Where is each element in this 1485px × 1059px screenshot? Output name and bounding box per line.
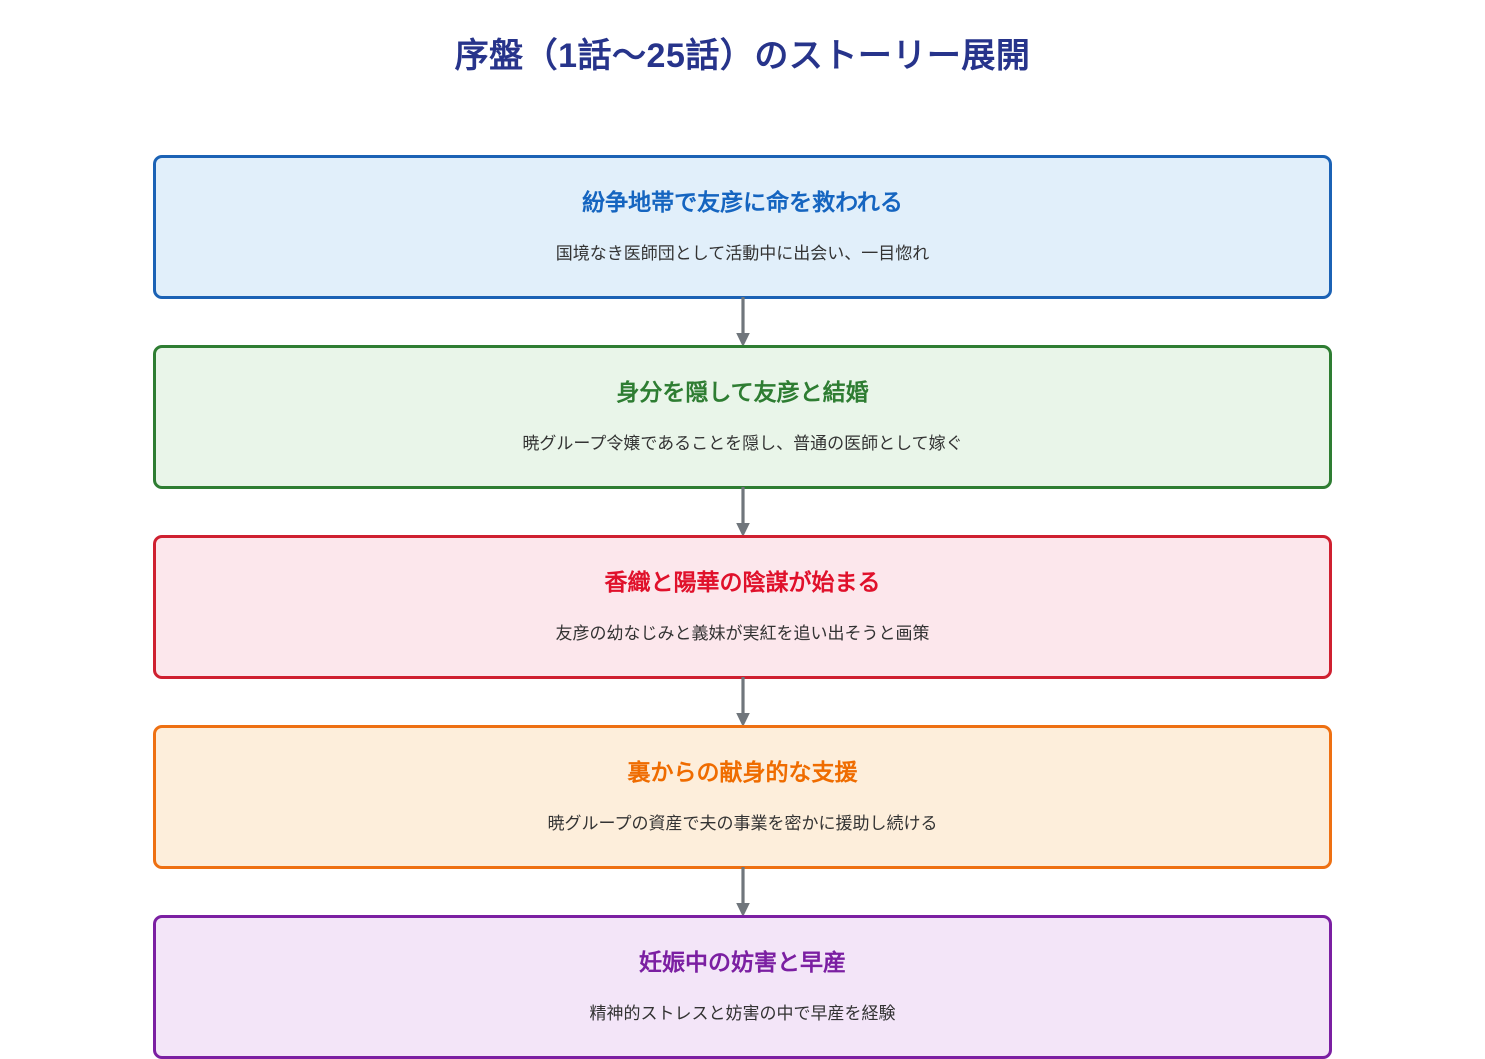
flow-node-stack: 紛争地帯で友彦に命を救われる国境なき医師団として活動中に出会い、一目惚れ身分を隠… bbox=[153, 155, 1332, 1059]
flow-node-description: 友彦の幼なじみと義妹が実紅を追い出そうと画策 bbox=[555, 624, 930, 644]
flow-node-title: 裏からの献身的な支援 bbox=[627, 758, 858, 785]
down-arrow-icon bbox=[735, 677, 750, 727]
flow-node-description: 暁グループ令嬢であることを隠し、普通の医師として嫁ぐ bbox=[522, 434, 963, 454]
flow-node-description: 国境なき医師団として活動中に出会い、一目惚れ bbox=[555, 244, 930, 264]
flow-node-2[interactable]: 身分を隠して友彦と結婚暁グループ令嬢であることを隠し、普通の医師として嫁ぐ bbox=[153, 345, 1332, 489]
down-arrow-icon bbox=[735, 867, 750, 917]
flow-node-title: 妊娠中の妨害と早産 bbox=[639, 948, 846, 975]
flow-connector-2-3 bbox=[153, 487, 1332, 537]
flow-node-3[interactable]: 香織と陽華の陰謀が始まる友彦の幼なじみと義妹が実紅を追い出そうと画策 bbox=[153, 535, 1332, 679]
flow-node-description: 暁グループの資産で夫の事業を密かに援助し続ける bbox=[547, 814, 938, 834]
flow-node-box[interactable]: 裏からの献身的な支援暁グループの資産で夫の事業を密かに援助し続ける bbox=[153, 725, 1332, 869]
down-arrow-icon bbox=[735, 297, 750, 347]
flow-connector-4-5 bbox=[153, 867, 1332, 917]
flow-node-title: 香織と陽華の陰謀が始まる bbox=[604, 568, 881, 595]
flow-node-box[interactable]: 妊娠中の妨害と早産精神的ストレスと妨害の中で早産を経験 bbox=[153, 915, 1332, 1059]
flow-node-box[interactable]: 香織と陽華の陰謀が始まる友彦の幼なじみと義妹が実紅を追い出そうと画策 bbox=[153, 535, 1332, 679]
flow-node-box[interactable]: 紛争地帯で友彦に命を救われる国境なき医師団として活動中に出会い、一目惚れ bbox=[153, 155, 1332, 299]
flow-node-box[interactable]: 身分を隠して友彦と結婚暁グループ令嬢であることを隠し、普通の医師として嫁ぐ bbox=[153, 345, 1332, 489]
flowchart-canvas: 序盤（1話～25話）のストーリー展開 紛争地帯で友彦に命を救われる国境なき医師団… bbox=[153, 37, 1332, 1059]
flow-node-title: 紛争地帯で友彦に命を救われる bbox=[582, 188, 903, 215]
flow-node-description: 精神的ストレスと妨害の中で早産を経験 bbox=[589, 1004, 896, 1024]
flow-connector-3-4 bbox=[153, 677, 1332, 727]
flow-node-4[interactable]: 裏からの献身的な支援暁グループの資産で夫の事業を密かに援助し続ける bbox=[153, 725, 1332, 869]
page-title: 序盤（1話～25話）のストーリー展開 bbox=[454, 37, 1031, 75]
down-arrow-icon bbox=[735, 487, 750, 537]
flow-node-1[interactable]: 紛争地帯で友彦に命を救われる国境なき医師団として活動中に出会い、一目惚れ bbox=[153, 155, 1332, 299]
flow-connector-1-2 bbox=[153, 297, 1332, 347]
flow-node-title: 身分を隠して友彦と結婚 bbox=[616, 378, 869, 405]
flow-node-5[interactable]: 妊娠中の妨害と早産精神的ストレスと妨害の中で早産を経験 bbox=[153, 915, 1332, 1059]
